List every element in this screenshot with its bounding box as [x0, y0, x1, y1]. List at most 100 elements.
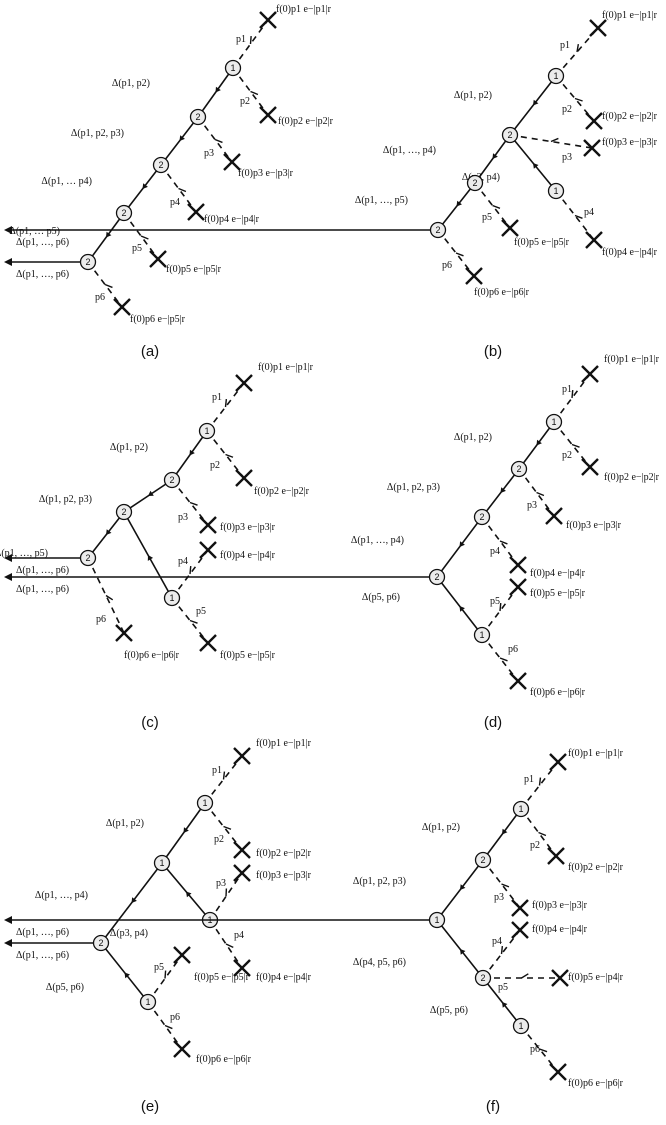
propagator-arrow — [131, 897, 137, 903]
source-cross — [465, 267, 483, 285]
source-label: f(0)p5 e−|p5|r — [514, 237, 570, 248]
propagator-label: Δ(p4, p5, p6) — [353, 957, 406, 968]
propagator-arrow — [186, 891, 192, 898]
momentum-label: p4 — [234, 930, 244, 941]
momentum-tick — [550, 137, 559, 143]
panel-label-f: (f) — [486, 1098, 500, 1115]
panel-f: Δ(p1, p2)Δ(p1, p2, p3)Δ(p4, p5, p6)Δ(p5,… — [4, 748, 624, 1089]
source-line — [518, 468, 555, 517]
momentum-label: p6 — [170, 1012, 180, 1023]
propagator-label: Δ(p1, …, p5) — [0, 548, 48, 559]
momentum-tick — [225, 453, 234, 458]
source-cross — [199, 541, 217, 559]
panel-labels: (a) (b) (c) (d) (e) (f) — [141, 343, 502, 1115]
momentum-tick — [249, 35, 252, 45]
svg-text:2: 2 — [435, 225, 440, 235]
output-label: Δ(p1, …, p6) — [16, 584, 69, 595]
source-label: f(0)p5 e−|p5|r — [220, 650, 276, 661]
vertex: 1 — [512, 1017, 530, 1035]
source-label: f(0)p1 e−|p1|r — [256, 738, 312, 749]
output-label: Δ(p1, …, p6) — [16, 237, 69, 248]
source-cross — [199, 634, 217, 652]
vertex: 2 — [428, 568, 446, 586]
momentum-tick — [536, 491, 545, 497]
propagator-label: Δ(p1, p2) — [454, 90, 492, 101]
momentum-tick — [499, 602, 502, 612]
svg-text:1: 1 — [169, 593, 174, 603]
vertex: 1 — [198, 422, 216, 440]
momentum-label: p1 — [524, 774, 534, 785]
diagram-panels: Δ(p1, p2)Δ(p1, p2, p3)Δ(p1, … p4)Δ(p1, …… — [0, 4, 660, 1089]
propagator-label: Δ(p1, p2, p3) — [39, 494, 92, 505]
panel-b: Δ(p1, p2)Δ(p1, …, p4)Δ(p3, p4)Δ(p1, …, p… — [4, 10, 658, 298]
svg-text:1: 1 — [551, 417, 556, 427]
source-label: f(0)p6 e−|p6|r — [196, 1054, 252, 1065]
source-cross — [233, 959, 251, 977]
source-cross — [233, 747, 251, 765]
panel-label-d: (d) — [484, 714, 502, 731]
vertex: 2 — [474, 851, 492, 869]
propagator-arrow — [183, 827, 189, 833]
propagator-label: Δ(p1, p2, p3) — [353, 876, 406, 887]
source-cross — [583, 139, 601, 157]
momentum-label: p2 — [240, 96, 250, 107]
source-line — [147, 1001, 183, 1050]
momentum-tick — [499, 657, 508, 662]
svg-text:1: 1 — [230, 63, 235, 73]
propagator-arrow — [459, 541, 465, 547]
source-cross — [589, 19, 607, 37]
momentum-tick — [574, 97, 583, 102]
momentum-tick — [571, 443, 580, 448]
vertex: 1 — [428, 911, 446, 929]
source-label: f(0)p3 e−|p3|r — [256, 870, 312, 881]
propagator-label: Δ(p1, p2) — [110, 442, 148, 453]
momentum-label: p5 — [490, 596, 500, 607]
momentum-label: p5 — [482, 212, 492, 223]
source-cross — [173, 946, 191, 964]
svg-text:1: 1 — [553, 186, 558, 196]
source-label: f(0)p1 e−|p1|r — [604, 354, 660, 365]
source-cross — [233, 864, 251, 882]
svg-text:1: 1 — [202, 798, 207, 808]
propagator-arrow — [536, 439, 542, 446]
vertex: 1 — [163, 589, 181, 607]
momentum-label: p1 — [212, 392, 222, 403]
momentum-tick — [164, 970, 167, 979]
source-cross — [551, 969, 569, 987]
momentum-label: p6 — [530, 1044, 540, 1055]
source-label: f(0)p4 e−|p4|r — [220, 550, 276, 561]
propagator-arrow — [189, 449, 195, 456]
momentum-label: p5 — [132, 243, 142, 254]
momentum-label: p3 — [178, 512, 188, 523]
momentum-tick — [105, 594, 114, 601]
source-cross — [199, 516, 217, 534]
propagator-label: Δ(p1, …, p4) — [35, 890, 88, 901]
svg-text:2: 2 — [480, 855, 485, 865]
svg-text:2: 2 — [121, 208, 126, 218]
momentum-tick — [539, 1048, 548, 1053]
output-arrowhead — [4, 573, 12, 581]
source-line — [481, 586, 519, 636]
source-cross — [585, 112, 603, 130]
source-label: f(0)p2 e−|p2|r — [278, 116, 334, 127]
propagator-arrow — [533, 163, 539, 169]
momentum-tick — [189, 501, 198, 506]
source-line — [509, 134, 593, 149]
momentum-tick — [538, 831, 547, 837]
panel-c: Δ(p1, p2) Δ(p1, p2, p3) Δ(p1, …, p5) p1 f(0)… — [0, 362, 314, 661]
panel-label-b: (b) — [484, 343, 502, 360]
propagator-label: Δ(p1, p2, p3) — [71, 128, 124, 139]
momentum-label: p4 — [584, 207, 594, 218]
svg-text:1: 1 — [159, 858, 164, 868]
vertex: 2 — [79, 253, 97, 271]
propagator-arrow — [147, 555, 154, 561]
propagator-arrow — [533, 99, 539, 106]
propagator-label: Δ(p5, p6) — [46, 982, 84, 993]
source-cross — [149, 250, 167, 268]
propagator-label: Δ(p1, … p5) — [9, 226, 60, 237]
source-line — [160, 164, 197, 213]
momentum-label: p4 — [492, 936, 502, 947]
source-label: f(0)p3 e−|p3|r — [532, 900, 588, 911]
propagator-arrow — [215, 86, 221, 93]
source-line — [232, 67, 269, 116]
